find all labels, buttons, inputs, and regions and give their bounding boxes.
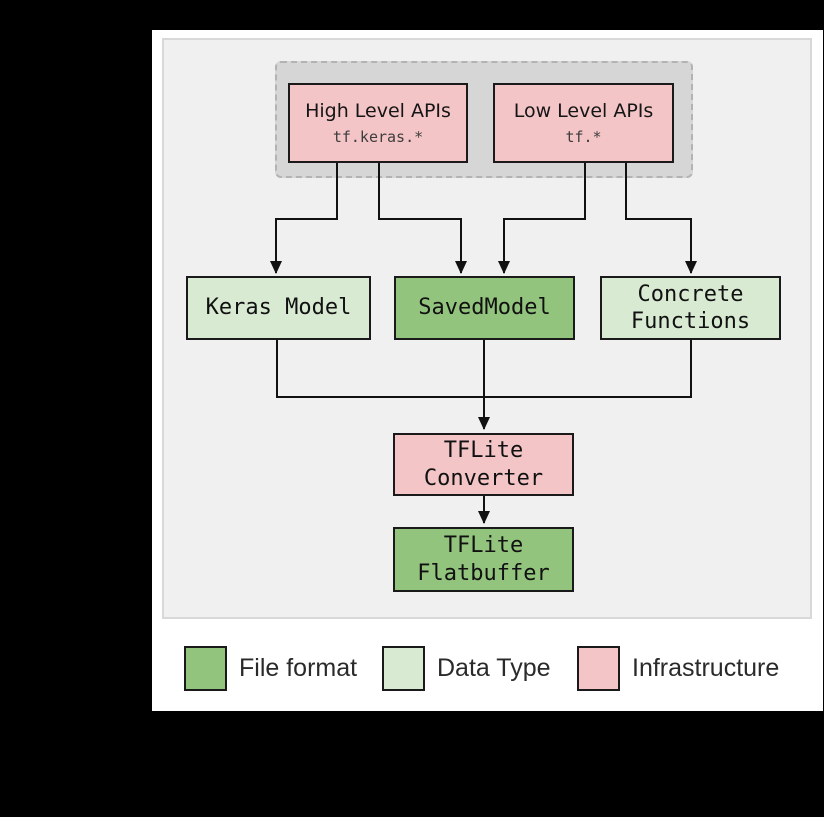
file-format-swatch [184,646,227,691]
keras-model-label: Keras Model [205,295,352,321]
node-concrete-functions: Concrete Functions [600,276,781,340]
node-high-level-apis: High Level APIs tf.keras.* [288,83,468,163]
data-type-swatch [382,646,425,691]
node-tflite-converter: TFLite Converter [393,433,574,496]
legend-item-file-format: File format [184,646,357,691]
high-level-apis-code: tf.keras.* [332,128,424,147]
legend-item-data-type: Data Type [382,646,551,691]
node-tflite-flatbuffer: TFLite Flatbuffer [393,527,574,592]
saved-model-label: SavedModel [418,295,551,321]
infrastructure-label: Infrastructure [632,654,780,682]
low-level-apis-code: tf.* [565,128,602,147]
node-saved-model: SavedModel [394,276,575,340]
legend-item-infrastructure: Infrastructure [577,646,779,691]
node-low-level-apis: Low Level APIs tf.* [493,83,674,163]
high-level-apis-title: High Level APIs [305,99,451,122]
tflite-converter-line2: Converter [423,465,544,491]
concrete-functions-line2: Functions [630,309,751,334]
low-level-apis-title: Low Level APIs [513,99,654,122]
data-type-label: Data Type [437,654,551,682]
concrete-functions-line1: Concrete [637,281,744,307]
file-format-label: File format [239,654,358,682]
node-keras-model: Keras Model [186,276,371,340]
tflite-flatbuffer-line1: TFLite [443,533,524,558]
tflite-flatbuffer-line2: Flatbuffer [417,560,550,586]
infrastructure-swatch [577,646,620,691]
tflite-converter-line1: TFLite [443,438,524,463]
